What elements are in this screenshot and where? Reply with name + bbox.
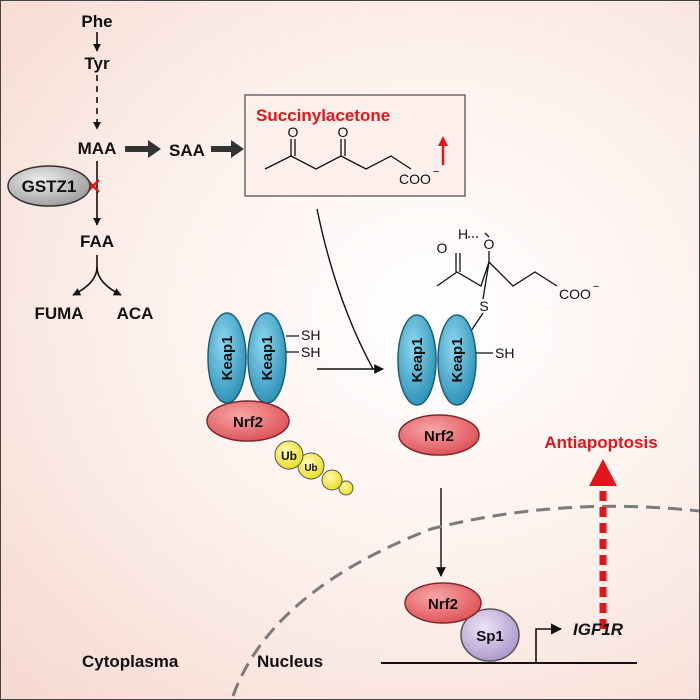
sp1-label: Sp1 — [476, 628, 504, 645]
thiol-label-1: SH — [301, 327, 320, 343]
ub-label-1: Ub — [281, 449, 297, 463]
nrf2-right: Nrf2 — [398, 414, 480, 456]
box-to-complex-curve — [316, 208, 374, 370]
keap1-label-1: Keap1 — [219, 335, 236, 380]
nucleus-label: Nucleus — [257, 652, 323, 671]
adduct-structure: H O O S COO − — [437, 226, 599, 332]
saa-to-succinylacetone-arrow — [211, 140, 244, 158]
gstz1-label: GSTZ1 — [22, 177, 77, 196]
sa-charge: − — [433, 166, 439, 178]
transcription-start-arrow — [535, 623, 563, 663]
ub-label-2: Ub — [304, 463, 317, 474]
cytoplasm-label: Cytoplasma — [82, 652, 179, 671]
keap1-label-2: Keap1 — [259, 335, 276, 380]
keap1-label-4: Keap1 — [449, 337, 466, 382]
keap1-nrf2-complex-right: Keap1 Keap1 SH Nrf2 — [397, 314, 514, 456]
thiol-label-3: SH — [495, 345, 514, 361]
faa-to-aca-arrow — [96, 266, 122, 296]
antiapoptosis-label: Antiapoptosis — [544, 433, 657, 452]
sa-carboxylate: COO — [399, 171, 431, 187]
nrf2-label-nuclear: Nrf2 — [428, 596, 458, 613]
succinylacetone-title: Succinylacetone — [256, 106, 390, 125]
succinylacetone-box: Succinylacetone O O COO − — [244, 94, 466, 197]
sa-oxygen-1: O — [288, 124, 299, 140]
keap1-dimer-left: Keap1 Keap1 — [207, 312, 287, 404]
gstz1-enzyme: GSTZ1 — [7, 165, 91, 207]
faa-to-fuma-arrow — [72, 255, 98, 296]
adduct-carboxylate: COO — [559, 286, 591, 302]
sp1-protein: Sp1 — [460, 608, 520, 662]
nuclear-membrane — [231, 504, 699, 697]
aca-label: ACA — [117, 304, 154, 323]
nrf2-label-left: Nrf2 — [233, 414, 263, 431]
saa-label: SAA — [169, 141, 205, 160]
sa-oxygen-2: O — [338, 124, 349, 140]
nrf2-left: Nrf2 — [206, 400, 290, 442]
keap1-label-3: Keap1 — [409, 337, 426, 382]
adduct-sulfur: S — [479, 298, 488, 314]
antiapoptosis-arrow — [589, 459, 617, 629]
nrf2-label-right: Nrf2 — [424, 428, 454, 445]
adduct-hydrogen: H — [458, 226, 468, 242]
keap1-dimer-right: Keap1 Keap1 — [397, 314, 477, 406]
igf1r-gene-label: IGF1R — [573, 620, 624, 639]
thiol-label-2: SH — [301, 344, 320, 360]
tyrosine-pathway: Phe Tyr MAA SAA GSTZ1 FAA FUMA ACA — [7, 12, 244, 323]
tyr-label: Tyr — [84, 54, 110, 73]
adduct-charge: − — [593, 281, 599, 293]
maa-to-saa-arrow — [125, 140, 161, 158]
ubiquitin-chain: Ub Ub — [274, 440, 354, 496]
fuma-label: FUMA — [34, 304, 83, 323]
succinylacetone-structure — [264, 139, 412, 170]
phe-label: Phe — [81, 12, 112, 31]
maa-label: MAA — [78, 139, 117, 158]
nrf2-nuclear: Nrf2 — [404, 582, 482, 624]
keap1-nrf2-complex-left: Keap1 Keap1 SH SH Nrf2 Ub Ub — [206, 312, 354, 496]
nuclear-transcription-complex: Sp1 Nrf2 IGF1R — [381, 582, 637, 664]
adduct-oxygen-1: O — [437, 240, 448, 256]
faa-label: FAA — [80, 232, 114, 251]
adduct-oxygen-2: O — [484, 236, 495, 252]
